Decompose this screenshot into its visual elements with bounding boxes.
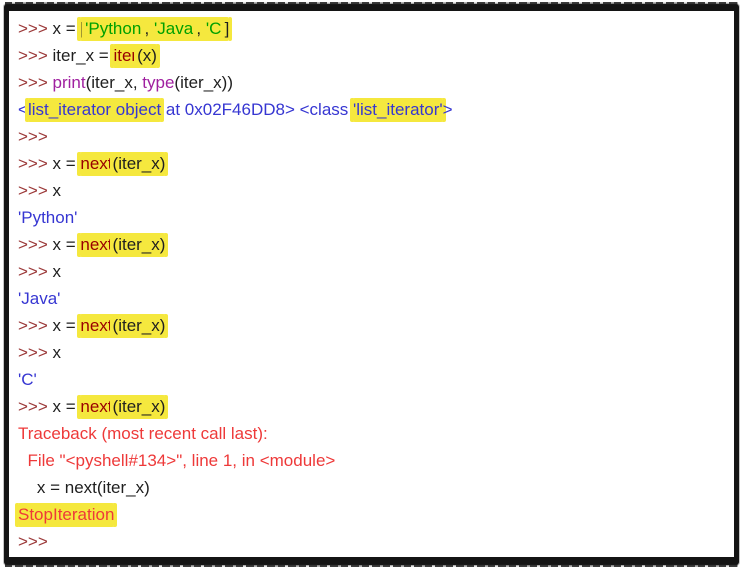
console-line: >>> [18,123,726,150]
console-line: >>> x = next(iter_x) [18,312,726,339]
console-line: Traceback (most recent call last): [18,420,726,447]
code-text: x [52,181,62,200]
code-text: x [52,262,62,281]
code-text: x = next(iter_x) [18,478,150,497]
shell-window-frame: >>> x = ['Python', 'Java', 'C']>>> iter_… [4,2,739,567]
prompt-text: >>> [18,19,53,38]
console-line: >>> x [18,258,726,285]
highlighted-code-text: StopIteration [18,503,115,527]
highlighted-code-text: next [80,152,113,176]
highlighted-code-text: ] [224,17,230,41]
console-line: >>> x = next(iter_x) [18,231,726,258]
highlighted-code-text: (x) [137,44,157,68]
console-line: >>> x = next(iter_x) [18,393,726,420]
highlighted-code-text: (iter_x) [112,395,166,419]
highlighted-code-text: iter [113,44,138,68]
highlighted-code-text: [ [80,17,86,41]
code-text: x = [52,316,81,335]
highlighted-code-text: 'Java' [154,17,197,41]
console-line: File "<pyshell#134>", line 1, in <module… [18,447,726,474]
console-line: >>> x = ['Python', 'Java', 'C'] [18,15,726,42]
highlighted-code-text: list_iterator object [27,98,162,122]
code-text: 'Python' [18,208,78,227]
prompt-text: >>> [18,316,53,335]
highlighted-code-text: 'C' [205,17,225,41]
code-text: File "<pyshell#134>", line 1, in <module… [18,451,336,470]
console-line: >>> [18,528,726,555]
highlighted-code-text: , [144,17,154,41]
code-text: (iter_x, [85,73,143,92]
highlighted-code-text: (iter_x) [112,233,166,257]
highlighted-code-text: (iter_x) [112,314,166,338]
highlighted-code-text: next [80,233,113,257]
console-line: >>> print(iter_x, type(iter_x)) [18,69,726,96]
prompt-text: >>> [18,154,53,173]
code-text: print [52,73,86,92]
prompt-text: >>> [18,127,48,146]
console-line: x = next(iter_x) [18,474,726,501]
console-line: >>> x = next(iter_x) [18,150,726,177]
code-text: 'C' [18,370,37,389]
highlighted-code-text: next [80,314,113,338]
prompt-text: >>> [18,181,53,200]
prompt-text: >>> [18,235,53,254]
code-text: at 0x02F46DD8> <class [161,100,353,119]
console-line: >>> x [18,177,726,204]
highlighted-code-text: , [196,17,206,41]
console-line: >>> iter_x = iter(x) [18,42,726,69]
code-text: iter_x = [52,46,114,65]
console-line: 'Java' [18,285,726,312]
prompt-text: >>> [18,532,48,551]
console-line: <list_iterator object at 0x02F46DD8> <cl… [18,96,726,123]
prompt-text: >>> [18,262,53,281]
console-line: 'C' [18,366,726,393]
code-text: x = [52,397,81,416]
code-text: < [18,100,28,119]
prompt-text: >>> [18,46,53,65]
highlighted-code-text: 'Python' [85,17,145,41]
code-text: > [442,100,453,119]
code-text: x [52,343,62,362]
code-text: Traceback (most recent call last): [18,424,268,443]
code-text: 'Java' [18,289,61,308]
highlighted-code-text: (iter_x) [112,152,166,176]
prompt-text: >>> [18,343,53,362]
prompt-text: >>> [18,73,53,92]
code-text: x = [52,19,81,38]
highlighted-code-text: 'list_iterator' [353,98,443,122]
console-line: 'Python' [18,204,726,231]
code-text: (iter_x)) [174,73,233,92]
prompt-text: >>> [18,397,53,416]
console-line: StopIteration [18,501,726,528]
console-line: >>> x [18,339,726,366]
highlighted-code-text: next [80,395,113,419]
code-text: type [142,73,175,92]
code-text: x = [52,154,81,173]
console-output[interactable]: >>> x = ['Python', 'Java', 'C']>>> iter_… [9,11,734,557]
code-text: x = [52,235,81,254]
